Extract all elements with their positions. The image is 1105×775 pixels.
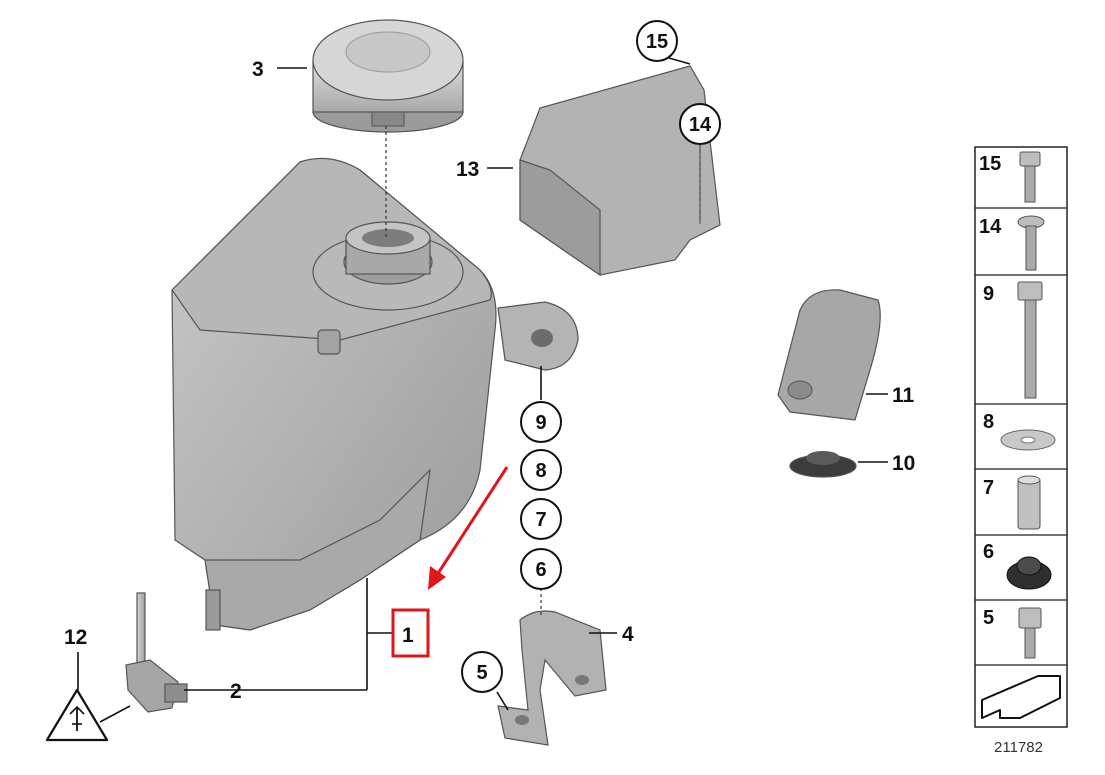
expansion-tank [171,157,579,631]
expansion-tank-cap [312,19,464,133]
callout-8: 8 [535,460,546,482]
legend-label-14: 14 [979,216,1002,238]
legend-label-6: 6 [983,541,994,563]
legend-label-5: 5 [983,607,994,629]
bracket [777,289,881,421]
callout-1: 1 [402,624,414,647]
rubber-mount [789,451,857,478]
legend-label-7: 7 [983,477,994,499]
mounting-bracket [497,610,607,746]
callout-9: 9 [535,412,546,434]
warning-symbol [45,688,109,742]
level-sensor [125,592,188,713]
legend-label-8: 8 [983,411,994,433]
callout-14: 14 [689,114,712,136]
cover [519,65,721,277]
circled-callouts: 15 14 9 8 7 6 5 [461,20,721,693]
highlight-arrow [428,466,509,590]
callout-5: 5 [476,662,487,684]
leader-lines [77,57,888,723]
diagram-number: 211782 [994,739,1043,756]
legend-label-9: 9 [983,283,994,305]
fastener-legend: 15 14 9 8 7 6 5 [974,146,1068,728]
callout-12: 12 [64,626,87,649]
callout-10: 10 [892,452,915,475]
callout-7: 7 [535,509,546,531]
callout-3: 3 [252,58,264,81]
callout-2: 2 [230,680,242,703]
legend-label-15: 15 [979,153,1001,175]
callout-13: 13 [456,158,479,181]
callout-1-highlight-box [391,608,430,658]
callout-15: 15 [646,31,668,53]
callout-11: 11 [892,384,915,407]
callout-6: 6 [535,559,546,581]
callout-4: 4 [622,623,634,646]
